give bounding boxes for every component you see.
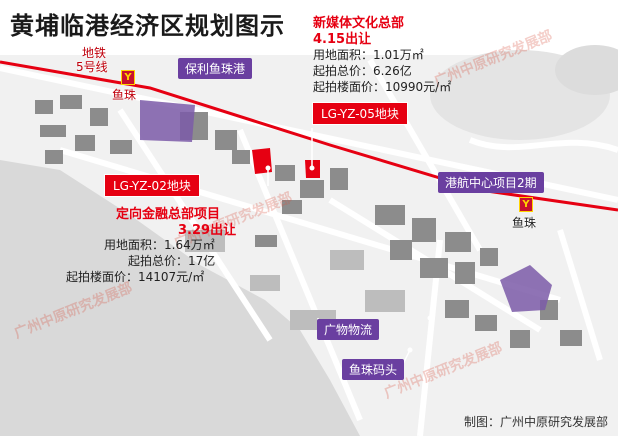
map-title: 黄埔临港经济区规划图示 bbox=[10, 12, 285, 40]
label-lot02: LG-YZ-02地块 bbox=[104, 174, 200, 197]
metro-line-number: 5号线 bbox=[76, 60, 108, 74]
label-wuliu: 广物物流 bbox=[317, 319, 380, 340]
finance-hq-heading: 定向金融总部项目 bbox=[116, 207, 221, 222]
metro-icon: Y bbox=[519, 197, 533, 212]
media-hq-date: 4.15出让 bbox=[313, 32, 372, 47]
river-area bbox=[0, 160, 360, 436]
label-poly-yuzhu: 保利鱼珠港 bbox=[178, 58, 253, 79]
planned-blocks bbox=[185, 230, 405, 330]
poly-yuzhu-area bbox=[140, 100, 195, 142]
finance-hq-floor-price: 起拍楼面价：14107元/㎡ bbox=[66, 270, 205, 284]
leader-dots bbox=[265, 165, 433, 353]
media-hq-floor-price: 起拍楼面价：10990元/㎡ bbox=[313, 80, 452, 94]
media-hq-area: 用地面积：1.01万㎡ bbox=[313, 48, 424, 62]
media-hq-heading: 新媒体文化总部 bbox=[313, 16, 405, 31]
ganghang-area bbox=[500, 265, 552, 312]
hill-area-2 bbox=[555, 45, 618, 95]
metro-station-label: 鱼珠 bbox=[512, 216, 537, 230]
metro-icon: Y bbox=[121, 70, 135, 85]
label-ganghang: 港航中心项目2期 bbox=[438, 172, 544, 193]
metro-line-5 bbox=[0, 60, 618, 212]
finance-hq-date: 3.29出让 bbox=[178, 223, 237, 238]
metro-line-label: 地铁 bbox=[82, 46, 107, 60]
finance-hq-price: 起拍总价：17亿 bbox=[128, 254, 216, 268]
label-matou: 鱼珠码头 bbox=[342, 359, 405, 380]
media-hq-price: 起拍总价：6.26亿 bbox=[313, 64, 412, 78]
map-credit: 制图：广州中原研究发展部 bbox=[463, 415, 608, 429]
metro-station-label: 鱼珠 bbox=[112, 88, 137, 102]
finance-hq-area: 用地面积：1.64万㎡ bbox=[104, 238, 215, 252]
label-lot05: LG-YZ-05地块 bbox=[312, 102, 408, 125]
